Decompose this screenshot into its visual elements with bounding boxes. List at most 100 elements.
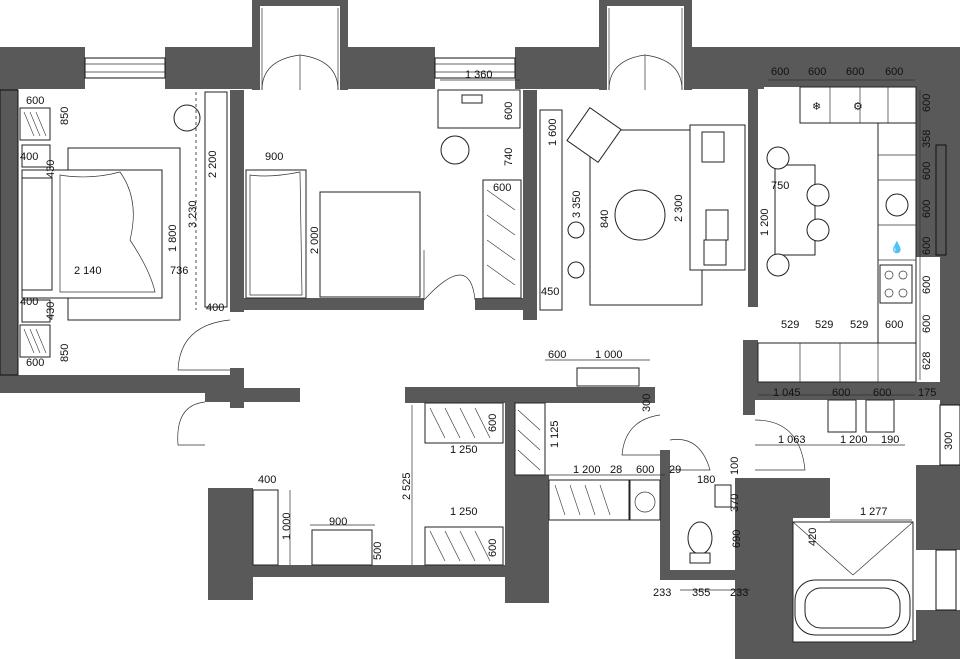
dim-bed-430-top: 430 bbox=[45, 160, 57, 178]
cushion-3 bbox=[703, 239, 727, 266]
dim-study-2000: 2 000 bbox=[309, 226, 321, 254]
dim-bed-3230: 3 230 bbox=[187, 200, 199, 228]
wall-study-bottom-right bbox=[475, 298, 537, 310]
window-bedroom bbox=[84, 57, 166, 79]
chair-bedroom bbox=[173, 104, 201, 132]
wall-kitchen-bottom bbox=[743, 382, 960, 400]
wall-bath-top bbox=[755, 478, 830, 518]
dim-kitchen-600-2: 600 bbox=[808, 66, 826, 78]
dim-closet-2525: 2 525 bbox=[401, 472, 413, 500]
dim-kitchen-529-a: 529 bbox=[781, 319, 799, 331]
window-kitchen-right-2 bbox=[939, 404, 960, 466]
armchair bbox=[566, 107, 622, 163]
dim-kitchen-right-600-a: 600 bbox=[921, 162, 933, 180]
dim-kitchen-right-600-b: 600 bbox=[921, 200, 933, 218]
dim-corr-300: 300 bbox=[943, 432, 955, 450]
wall-living-kitchen bbox=[748, 87, 758, 307]
dim-kitchen-600-4: 600 bbox=[885, 66, 903, 78]
dim-bed-736: 736 bbox=[170, 265, 188, 277]
dim-study-600-desk: 600 bbox=[503, 102, 515, 120]
sink-kitchen bbox=[885, 193, 909, 217]
dim-bed-top-600: 600 bbox=[26, 95, 44, 107]
closet-bottom bbox=[424, 526, 504, 566]
cushion-1 bbox=[701, 131, 725, 163]
dim-bed-400-door: 400 bbox=[206, 302, 224, 314]
dim-entry-400: 400 bbox=[258, 474, 276, 486]
sofa-study bbox=[245, 169, 307, 299]
window-kitchen-right-1 bbox=[935, 144, 947, 256]
chair-dining-4 bbox=[766, 253, 790, 277]
dim-kitchen-529-c: 529 bbox=[850, 319, 868, 331]
wall-laundry-top bbox=[520, 387, 655, 397]
wall-top-balcony-right-post2 bbox=[684, 0, 692, 90]
dim-bed-600-bottom: 600 bbox=[26, 357, 44, 369]
shelf-hall bbox=[576, 367, 640, 387]
window-bedroom-left bbox=[0, 89, 19, 376]
counter-top bbox=[799, 86, 917, 124]
counter-bottom bbox=[757, 342, 917, 383]
wall-right-bath bbox=[916, 465, 960, 550]
dim-kitchen-600-3: 600 bbox=[846, 66, 864, 78]
wall-bed-study bbox=[230, 90, 244, 312]
dim-laundry-28: 28 bbox=[610, 464, 622, 476]
dim-living-3350: 3 350 bbox=[571, 190, 583, 218]
interior-doors bbox=[177, 250, 806, 471]
windows bbox=[0, 57, 960, 611]
stool-2 bbox=[567, 261, 585, 279]
bathroom bbox=[792, 399, 914, 643]
laundry-cabinet bbox=[548, 479, 630, 521]
dim-bed-850-bottom: 850 bbox=[59, 344, 71, 362]
dim-laundry-180: 180 bbox=[697, 474, 715, 486]
wall-top-balcony-left-post2 bbox=[340, 0, 348, 90]
dim-living-450: 450 bbox=[541, 286, 559, 298]
dim-kitchen-right-600-d: 600 bbox=[921, 276, 933, 294]
wall-left bbox=[0, 47, 18, 382]
rug-study bbox=[319, 191, 421, 298]
wall-closet-bottom bbox=[505, 475, 549, 603]
dining-table bbox=[774, 164, 816, 256]
closet-top bbox=[424, 402, 504, 444]
toilet-tank bbox=[689, 552, 711, 564]
wall-top-study-right bbox=[515, 47, 607, 89]
dim-corr-175: 175 bbox=[918, 387, 936, 399]
drop-icon: 💧 bbox=[890, 241, 904, 254]
dim-study-1360: 1 360 bbox=[465, 69, 493, 81]
dim-bed-400-bottom: 400 bbox=[20, 296, 38, 308]
dim-closet-600-top: 600 bbox=[487, 414, 499, 432]
dim-kitchen-750: 750 bbox=[771, 180, 789, 192]
closets bbox=[424, 367, 661, 566]
bath-sink bbox=[827, 399, 857, 433]
dim-laundry-1200: 1 200 bbox=[573, 464, 601, 476]
tv-cabinet bbox=[539, 109, 563, 311]
wall-right-lower bbox=[940, 255, 960, 405]
nightstand-bottom bbox=[21, 299, 51, 323]
dim-kitchen-529-b: 529 bbox=[815, 319, 833, 331]
dim-hall-1000: 1 000 bbox=[595, 349, 623, 361]
wall-entry-top bbox=[205, 388, 300, 402]
dim-bed-850-top: 850 bbox=[59, 107, 71, 125]
dim-hall-300: 300 bbox=[641, 394, 653, 412]
freezer-icon: ❄ bbox=[812, 101, 821, 113]
wall-bath-bottom bbox=[735, 640, 960, 659]
dim-closet-1250-a: 1 250 bbox=[450, 444, 478, 456]
kitchen: ❄ ⚙ 💧 bbox=[757, 86, 917, 383]
bed-pillows bbox=[21, 177, 53, 291]
dim-closet-1250-b: 1 250 bbox=[450, 506, 478, 518]
chair-study bbox=[440, 135, 470, 165]
toilet bbox=[687, 521, 713, 555]
wall-corridor-post bbox=[743, 395, 755, 415]
wall-study-bottom bbox=[244, 298, 424, 310]
wardrobe-study bbox=[482, 179, 522, 299]
balcony-doors bbox=[261, 8, 683, 91]
wall-top-study bbox=[340, 47, 435, 89]
window-bath-right bbox=[935, 549, 957, 611]
bedroom bbox=[19, 91, 228, 358]
dim-bed-1800: 1 800 bbox=[167, 224, 179, 252]
shoe-cabinet bbox=[252, 489, 279, 566]
door-bedroom bbox=[177, 319, 231, 371]
counter-right bbox=[877, 122, 917, 344]
laptop bbox=[461, 94, 483, 104]
wall-laundry-wc bbox=[660, 450, 670, 580]
coffee-table bbox=[614, 189, 666, 241]
